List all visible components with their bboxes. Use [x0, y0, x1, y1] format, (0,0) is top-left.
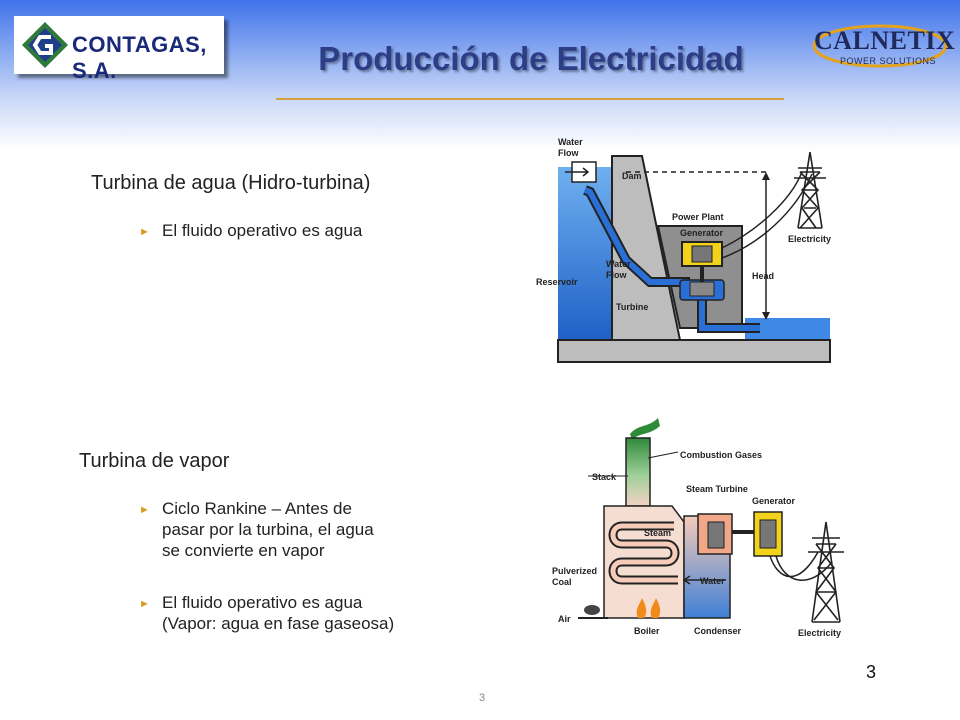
calnetix-logo: CALNETIX POWER SOLUTIONS	[810, 18, 955, 78]
water-bullet: ► El fluido operativo es agua	[139, 220, 363, 241]
stack	[625, 437, 651, 507]
water-turbine-heading: Turbina de agua (Hidro-turbina)	[91, 172, 371, 194]
ground	[557, 339, 831, 363]
calnetix-swoosh-icon	[812, 24, 948, 68]
bullet-line: El fluido operativo es agua	[162, 593, 363, 612]
contagas-logo: CONTAGAS, S.A.	[14, 16, 224, 83]
water-flow-arrow-icon	[565, 167, 590, 177]
label-condenser: Condenser	[694, 626, 742, 636]
transmission-tower-icon	[808, 521, 844, 623]
contagas-logo-mark-icon	[22, 22, 68, 68]
label-steam-turbine: Steam Turbine	[686, 484, 748, 494]
bullet-line: Ciclo Rankine – Antes de	[162, 499, 352, 518]
steam-generator-icon	[759, 519, 777, 549]
bullet-line: se convierte en vapor	[162, 541, 325, 560]
calnetix-subtitle: POWER SOLUTIONS	[840, 56, 937, 66]
contagas-logo-text: CONTAGAS, S.A.	[72, 32, 207, 83]
flame-icon	[636, 598, 647, 618]
smoke-plume-icon	[630, 418, 660, 440]
label-air: Air	[558, 614, 571, 624]
flame-icon	[650, 598, 661, 618]
label-generator: Generator	[752, 496, 796, 506]
generator-icon	[691, 245, 713, 263]
label-water-flow-top: Water	[558, 137, 583, 147]
label-electricity: Electricity	[788, 234, 831, 244]
steam-turbine-icon	[707, 521, 725, 549]
power-line	[721, 171, 803, 249]
power-line	[775, 555, 833, 581]
label-dam: Dam	[622, 171, 642, 181]
label-boiler: Boiler	[634, 626, 660, 636]
steam-coil	[610, 523, 678, 583]
label-water: Water	[700, 576, 725, 586]
bullet-line: (Vapor: agua en fase gaseosa)	[162, 614, 395, 633]
page-number-footer: 3	[478, 692, 486, 704]
label-stack: Stack	[592, 472, 617, 482]
label-head: Head	[752, 271, 774, 281]
label-pulverized: Pulverized	[552, 566, 597, 576]
water-arrow-icon	[682, 575, 726, 585]
label-turbine: Turbine	[616, 302, 648, 312]
air-fan-icon	[584, 605, 600, 615]
label-power-plant: Power Plant	[672, 212, 724, 222]
transmission-tower-icon	[794, 151, 826, 229]
pointer-line	[647, 451, 679, 459]
bullet-line: El fluido operativo es agua	[162, 221, 363, 240]
page-title: Producción de Electricidad	[318, 40, 744, 77]
steam-plant-diagram: Combustion Gases Stack Steam Turbine Gen…	[552, 418, 844, 638]
label-combustion-gases: Combustion Gases	[680, 450, 762, 460]
shaft	[700, 264, 704, 282]
title-underline	[276, 98, 784, 100]
outlet-pipe-water	[699, 300, 760, 331]
shaft	[732, 530, 756, 534]
hydro-plant-diagram: Water Flow Dam Power Plant Generator Ele…	[536, 137, 831, 363]
turbine-icon	[689, 281, 715, 297]
dam-body	[611, 155, 682, 341]
bullet-arrow-icon: ►	[139, 226, 150, 238]
calnetix-brand: CALNETIX	[814, 26, 956, 55]
label-water-flow-mid-2: Flow	[606, 270, 627, 280]
bullet-arrow-icon: ►	[139, 598, 150, 610]
steam-bullet-1: ► Ciclo Rankine – Antes de pasar por la …	[139, 498, 374, 561]
label-water-flow-top-2: Flow	[558, 148, 579, 158]
bullet-line: pasar por la turbina, el agua	[162, 520, 374, 539]
label-generator: Generator	[680, 228, 724, 238]
label-steam: Steam	[644, 528, 671, 538]
label-coal: Coal	[552, 577, 572, 587]
label-reservoir: Reservoir	[536, 277, 578, 287]
steam-turbine-heading: Turbina de vapor	[79, 450, 230, 472]
label-water-flow-mid: Water	[606, 259, 631, 269]
steam-bullet-2: ► El fluido operativo es agua (Vapor: ag…	[139, 592, 395, 634]
label-electricity: Electricity	[798, 628, 841, 638]
bullet-arrow-icon: ►	[139, 504, 150, 516]
page-number: 3	[866, 662, 877, 682]
